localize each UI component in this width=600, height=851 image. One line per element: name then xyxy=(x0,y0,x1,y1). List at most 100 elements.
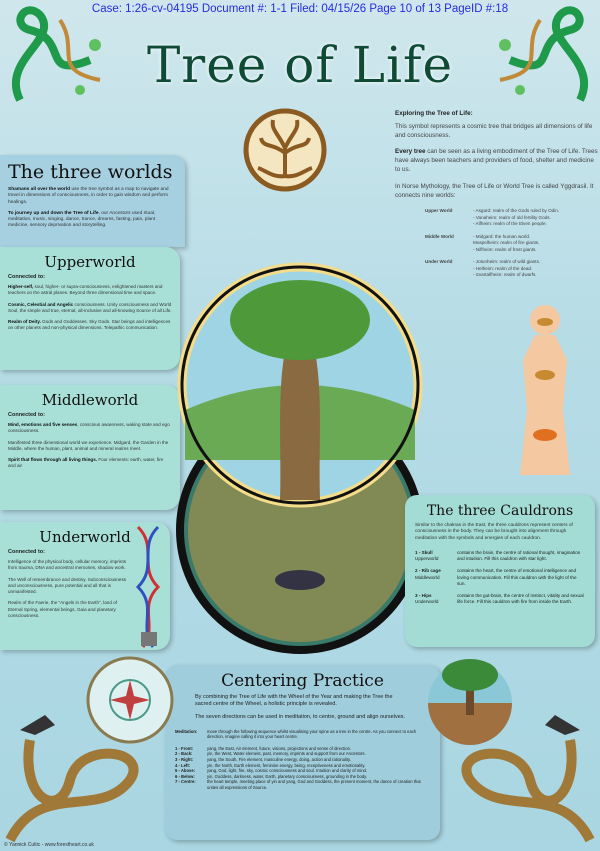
exploring-p2-bold: Every tree xyxy=(395,148,426,156)
cauldrons-heading: The three Cauldrons xyxy=(426,503,574,519)
item-text: Realm of the Faerie, the "Angels in the … xyxy=(8,600,117,619)
direction-text: yin, Goddess, darkness, water, Earth, pl… xyxy=(207,773,368,779)
world-name: Upper World xyxy=(425,208,453,214)
cauldrons-intro: Similar to the chakras in the East, the … xyxy=(415,523,573,541)
nine-worlds-under: Under World - Jotunheim: realm of wild gi… xyxy=(425,259,600,279)
direction-row: 6 - Below: yin, Goddess, darkness, water,… xyxy=(175,774,430,780)
direction-row: 2 - Back: yin, the West, Water element, p… xyxy=(175,751,430,757)
world-name: Under World xyxy=(425,259,453,265)
upperworld-heading: Upperworld xyxy=(44,253,136,271)
direction-name: 1 - Front: xyxy=(175,745,194,751)
direction-row: 7 - Centre: the heart temple, meeting pla… xyxy=(175,779,430,790)
cauldron-world: Upperworld xyxy=(415,556,439,562)
exploring-section: Exploring the Tree of Life: This symbol … xyxy=(395,110,600,285)
world-line: - Vanaheim: realm of old fertility Gods. xyxy=(473,214,551,220)
case-header: Case: 1:26-cv-04195 Document #: 1-1 File… xyxy=(91,3,509,15)
world-line: - Niflheim: realm of frost giants. xyxy=(473,246,537,252)
direction-row: 4 - Left: yin, the North, Earth element, … xyxy=(175,763,430,769)
page-title: Tree of Life xyxy=(146,36,454,94)
item-bold: Cosmic, Celestial and Angelic xyxy=(8,301,74,307)
underworld-connected-label: Connected to: xyxy=(8,549,45,555)
exploring-p2: can be seen as a living embodiment of th… xyxy=(395,148,598,173)
world-line: - Svartalfheim: realm of dwarfs. xyxy=(473,272,537,278)
three-worlds-p1-bold: Shamans all over the world xyxy=(8,187,71,192)
world-line: Muspelheim: realm of fire giants. xyxy=(473,240,540,246)
item-text: soul, higher- or supra-consciousness, en… xyxy=(8,284,163,296)
direction-name: 6 - Below: xyxy=(175,773,195,779)
underworld-heading: Underworld xyxy=(39,528,131,546)
world-line: - Alfheim: realm of the Elven people. xyxy=(473,221,547,227)
world-line: - Asgard: realm of the Gods ruled by Odi… xyxy=(473,208,560,214)
dna-helix-illustration xyxy=(135,525,161,648)
item-bold: Higher-self, xyxy=(8,284,34,289)
world-line: - Midgard: the human world. xyxy=(473,233,531,239)
direction-row: 5 - Above:yang, God, light, fire, sky, c… xyxy=(175,768,430,774)
exploring-p1: This symbol represents a cosmic tree tha… xyxy=(395,122,593,139)
cauldron-text: contains the brain, the centre of ration… xyxy=(457,549,581,562)
underworld-panel: Underworld Connected to: Intelligence of… xyxy=(0,522,170,650)
direction-text: yang, the East, Air element, future, vis… xyxy=(207,745,352,751)
world-line: - Jotunheim: realm of wild giants. xyxy=(473,259,541,265)
item-text: , conscious awareness, waking state and … xyxy=(8,422,170,434)
direction-name: 2 - Back: xyxy=(175,751,193,757)
direction-row: 3 - Right: yang, the South, Fire element,… xyxy=(175,757,430,763)
nine-worlds-middle: Middle World - Midgard: the human world.M… xyxy=(425,234,600,254)
direction-name: 7 - Centre: xyxy=(175,779,196,785)
direction-text: the heart temple, meeting place of yin a… xyxy=(207,779,421,790)
upperworld-connected-label: Connected to: xyxy=(8,274,45,280)
direction-name: 3 - Right: xyxy=(175,756,194,762)
middleworld-connected-label: Connected to: xyxy=(8,412,45,418)
nine-worlds-upper: Upper World - Asgard: realm of the Gods r… xyxy=(425,208,600,228)
item-text: Intelligence of the physical body, cellu… xyxy=(8,559,127,571)
direction-text: yin, the North, Earth element, feminine … xyxy=(207,762,366,768)
celtic-tree-knot-emblem xyxy=(243,108,327,192)
three-worlds-p2: , our Ancestors used ritual, meditation,… xyxy=(8,210,156,229)
three-worlds-p1: use the tree symbol as a map to navigate… xyxy=(8,187,169,205)
body-cauldrons-figure xyxy=(520,305,570,475)
direction-name: 5 - Above: xyxy=(175,768,196,774)
direction-text: yang, the South, Fire element, masculine… xyxy=(207,756,351,762)
four-seasons-tree-emblem xyxy=(428,659,512,745)
direction-row: 1 - Front: yang, the East, Air element, f… xyxy=(175,746,430,752)
cauldron-world: Middleworld xyxy=(415,574,440,580)
meditation-label: Meditation: xyxy=(175,728,198,734)
item-text: The Well of remembrance and destiny. Sub… xyxy=(8,576,127,595)
knotwork-raven-right xyxy=(461,715,595,843)
three-worlds-panel: The three worlds Shamans all over the wo… xyxy=(0,155,185,247)
middleworld-panel: Middleworld Connected to: Mind, emotions… xyxy=(0,385,180,510)
item-bold: Realm of Deity. xyxy=(8,319,41,325)
exploring-p3: In Norse Mythology, the Tree of Life or … xyxy=(395,182,594,199)
item-text: Gods and Goddesses. Sky Gods. Star being… xyxy=(8,319,171,331)
centering-p1: By combining the Tree of Life with the W… xyxy=(195,694,393,708)
centering-panel: Centering Practice By combining the Tree… xyxy=(165,665,440,840)
wheel-of-year-emblem xyxy=(86,656,174,744)
world-line: - Helheim: realm of the dead. xyxy=(473,265,533,271)
item-text: Four elements: earth, water, fire and ai… xyxy=(8,457,164,469)
middleworld-heading: Middleworld xyxy=(41,391,139,409)
serpent-knot-illustration-right xyxy=(499,6,589,102)
upperworld-panel: Upperworld Connected to: Higher-self, so… xyxy=(0,247,180,370)
item-bold: Spirit that flows through all living thi… xyxy=(8,457,98,463)
cauldron-name: 1 - Skull xyxy=(415,549,433,555)
serpent-knot-illustration-left xyxy=(11,6,101,102)
cauldron-name: 3 - Hips xyxy=(415,592,432,598)
credit-line: © Yannick Cultic - www.forestheart.co.uk xyxy=(4,842,94,848)
three-worlds-heading: The three worlds xyxy=(8,161,173,183)
exploring-heading: Exploring the Tree of Life: xyxy=(395,110,473,117)
centering-heading: Centering Practice xyxy=(221,671,384,691)
cauldron-text: contains the gut-brain, the centre of in… xyxy=(457,592,584,605)
meditation-text: move through the following sequence whil… xyxy=(207,728,417,740)
three-worlds-p2-bold: To journey up and down the Tree of Life xyxy=(8,210,99,216)
world-name: Middle World xyxy=(425,233,454,239)
direction-text: yin, the West, Water element, past, memo… xyxy=(207,751,366,757)
knotwork-raven-left xyxy=(5,715,139,843)
centering-p2: The seven directions can be used in medi… xyxy=(195,714,406,721)
direction-name: 4 - Left: xyxy=(175,762,191,768)
item-bold: Mind, emotions and five senses xyxy=(8,422,78,427)
item-text: Manifested three dimensional world we ex… xyxy=(8,439,169,451)
cauldron-text: contains the heart, the centre of emotio… xyxy=(457,568,577,586)
cauldron-world: Underworld xyxy=(415,599,439,605)
